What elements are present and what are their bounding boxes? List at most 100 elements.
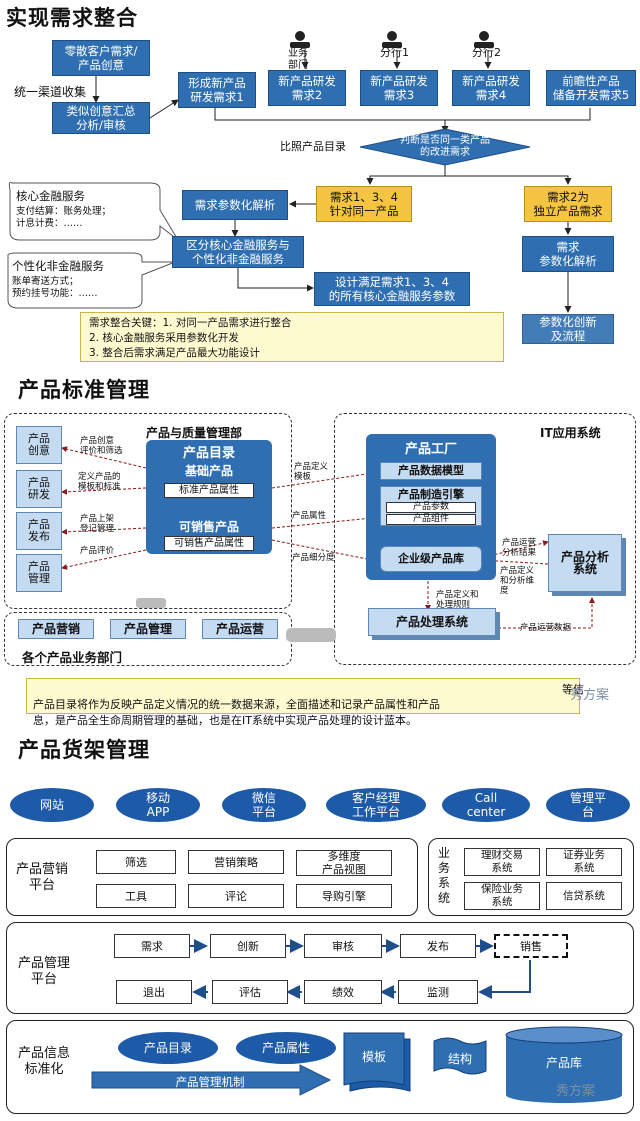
channel-callcenter: Call center <box>442 788 530 822</box>
section1-title: 实现需求整合 <box>6 6 138 30</box>
left-label-listing: 产品上架 登记管理 <box>80 514 115 534</box>
info-library: 产品库 <box>545 1056 582 1070</box>
dept-management: 产品管理 <box>110 619 186 639</box>
catalog-note: 产品目录将作为反映产品定义情况的统一数据来源，全面描述和记录产品属性和产品 息，… <box>26 678 580 727</box>
right-label-rules: 产品定义和 处理规则 <box>436 590 479 610</box>
param-innovation-box: 参数化创新 及流程 <box>522 314 614 344</box>
flow-demand: 需求 <box>114 934 190 958</box>
right-label-result: 产品运营 分析结果 <box>502 538 537 558</box>
lifecycle-tab-idea: 产品 创意 <box>16 426 62 464</box>
compare-catalog-label: 比照产品目录 <box>280 140 346 153</box>
biz-insurance: 保险业务 系统 <box>464 882 540 910</box>
channel-wechat: 微信 平台 <box>222 788 306 822</box>
biz-credit: 信贷系统 <box>546 882 622 910</box>
catalog-note-text: 产品目录将作为反映产品定义情况的统一数据来源，全面描述和记录产品属性和产品 息，… <box>33 698 440 727</box>
right-label-dims: 产品定义 和分析维 度 <box>500 566 535 596</box>
req1-box: 形成新产品 研发需求1 <box>178 72 256 108</box>
same-product-box: 需求1、3、4 针对同一产品 <box>316 186 412 222</box>
right-label-ops-data: 产品运营数据 <box>520 623 572 633</box>
channel-manager: 客户经理 工作平台 <box>326 788 426 822</box>
watermark-s3: 秀方案 <box>556 1084 596 1099</box>
flow-performance: 绩效 <box>304 980 382 1004</box>
left-label-template: 定义产品的 模板和标准 <box>78 472 121 492</box>
biz-securities: 证券业务 系统 <box>546 848 622 876</box>
similar-idea-box: 类似创意汇总 分析/审核 <box>52 102 150 134</box>
branch1-label: 分行1 <box>380 46 409 59</box>
info-structure: 结构 <box>447 1052 472 1066</box>
flow-evaluate: 评估 <box>212 980 288 1004</box>
param-analysis2-box: 需求 参数化解析 <box>522 236 614 272</box>
mid-label-attr: 产品属性 <box>292 511 327 521</box>
factory-title: 产品工厂 <box>404 442 457 457</box>
info-catalog: 产品目录 <box>118 1032 218 1064</box>
sellable-product: 可销售产品 <box>178 520 239 534</box>
info-std-label: 产品信息 标准化 <box>18 1046 71 1077</box>
judge-diamond: 判断是否同一类产品 的改进需求 <box>400 135 490 158</box>
lifecycle-tab-manage: 产品 管理 <box>16 554 62 592</box>
biz-wealth: 理财交易 系统 <box>464 848 540 876</box>
catalog-note-tail: 等信 <box>562 683 584 696</box>
independent-product-box: 需求2为 独立产品需求 <box>524 186 612 222</box>
personal-service-title: 个性化非金融服务 <box>12 259 104 273</box>
req3-box: 新产品研发 需求3 <box>360 70 438 106</box>
flow-innovate: 创新 <box>210 934 286 958</box>
retail-demand-box: 零散客户需求/ 产品创意 <box>52 40 150 76</box>
mkt-multi-view: 多维度 产品视图 <box>296 850 392 876</box>
marketing-platform-label: 产品营销 平台 <box>16 862 69 893</box>
mkt-comments: 评论 <box>188 884 284 908</box>
standard-attr: 标准产品属性 <box>164 483 254 498</box>
watermark-s2: 秀方案 <box>570 688 610 703</box>
data-model: 产品数据模型 <box>380 462 482 480</box>
mid-label-granularity: 产品细分度 <box>292 553 335 563</box>
info-template: 模板 <box>361 1050 386 1064</box>
analysis-system: 产品分析 系统 <box>548 534 622 592</box>
design-params-box: 设计满足需求1、3、4 的所有核心金融服务参数 <box>314 272 470 306</box>
left-label-eval: 产品评价 <box>80 546 115 556</box>
param-analysis-box: 需求参数化解析 <box>182 190 288 220</box>
req4-box: 新产品研发 需求4 <box>452 70 530 106</box>
mgmt-platform-label: 产品管理 平台 <box>18 956 71 987</box>
distinguish-box: 区分核心金融服务与 个性化非金融服务 <box>172 236 304 268</box>
section2-title: 产品标准管理 <box>18 378 150 402</box>
product-parts: 产品组件 <box>386 514 476 525</box>
channel-admin: 管理平 台 <box>546 788 630 822</box>
flow-review: 审核 <box>304 934 382 958</box>
lifecycle-tab-release: 产品 发布 <box>16 512 62 550</box>
mgmt-flow-arrows <box>190 939 531 999</box>
branch2-label: 分行2 <box>472 46 501 59</box>
unified-channel-label: 统一渠道收集 <box>14 85 87 99</box>
processing-system: 产品处理系统 <box>368 608 496 636</box>
req2-box: 新产品研发 需求2 <box>268 70 346 106</box>
biz-dept-title: 各个产品业务部门 <box>22 650 123 665</box>
req5-box: 前瞻性产品 储备开发需求5 <box>546 70 636 106</box>
core-service-detail: 支付结算：账务处理； 计息计费：…… <box>16 206 112 229</box>
integration-key-note: 需求整合关键：1. 对同一产品需求进行整合 2. 核心金融服务采用参数化开发 3… <box>80 312 504 362</box>
mkt-strategy: 营销策略 <box>188 850 284 874</box>
mid-label-template: 产品定义 模板 <box>294 462 329 482</box>
product-params: 产品参数 <box>386 502 476 513</box>
mkt-guide: 导购引擎 <box>296 884 392 908</box>
biz-system-label: 业 务 系 统 <box>438 846 451 905</box>
personal-service-detail: 账单寄送方式； 预约挂号功能：…… <box>12 276 98 299</box>
enterprise-library: 企业级产品库 <box>380 546 482 572</box>
left-label-idea: 产品创意 评价和筛选 <box>80 436 123 456</box>
catalog-title: 产品目录 <box>182 446 235 461</box>
flow-sales: 销售 <box>494 934 568 958</box>
flow-release: 发布 <box>400 934 476 958</box>
biz-dept-label: 业务 部门 <box>288 48 308 71</box>
quality-dept-panel <box>4 413 292 609</box>
quality-dept-title: 产品与质量管理部 <box>146 426 243 440</box>
dept-operations: 产品运营 <box>202 619 278 639</box>
core-service-title: 核心金融服务 <box>16 189 85 203</box>
mechanism-label: 产品管理机制 <box>175 1075 245 1089</box>
section3-title: 产品货架管理 <box>18 738 150 762</box>
it-system-title: IT应用系统 <box>540 426 601 440</box>
basic-product: 基础产品 <box>184 464 233 478</box>
section1-connectors <box>7 31 591 313</box>
sellable-attr: 可销售产品属性 <box>164 536 254 551</box>
channel-web: 网站 <box>10 788 94 822</box>
flow-exit: 退出 <box>116 980 192 1004</box>
flow-monitor: 监测 <box>398 980 478 1004</box>
channel-app: 移动 APP <box>116 788 200 822</box>
dept-marketing: 产品营销 <box>18 619 94 639</box>
